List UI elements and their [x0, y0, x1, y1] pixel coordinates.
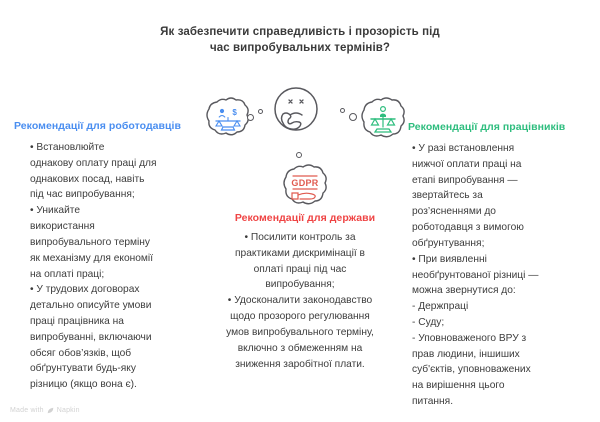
state-recommendations-text: • Посилити контроль за практиками дискри… — [226, 232, 374, 370]
thinking-face-glyph — [274, 87, 318, 131]
state-heading: Рекомендації для держави — [234, 212, 376, 224]
leaf-icon — [47, 407, 54, 414]
employers-icon-bubble: $ — [205, 96, 251, 140]
thought-dot-small-left — [247, 114, 254, 121]
svg-text:$: $ — [232, 108, 237, 117]
employees-icon-bubble — [359, 96, 407, 142]
balance-scale-icon: $ — [206, 97, 249, 136]
thinking-face-icon — [267, 84, 325, 138]
watermark-brand: Napkin — [56, 407, 80, 414]
napkin-watermark: Made with Napkin — [10, 407, 80, 414]
thought-dot-bottom — [296, 152, 302, 158]
svg-text:GDPR: GDPR — [291, 178, 318, 188]
justice-scale-person-icon — [361, 97, 405, 138]
employers-recommendations-text: • Встановлюйте однакову оплату праці для… — [30, 142, 157, 391]
gdpr-document-icon: GDPR — [283, 164, 327, 205]
watermark-prefix: Made with — [10, 407, 44, 414]
page-title: Як забезпечити справедливість і прозоріс… — [160, 26, 440, 55]
employees-recommendations-text: • У разі встановлення нижчої оплати прац… — [412, 143, 539, 407]
thought-dot-tiny-left — [258, 109, 263, 114]
employers-heading: Рекомендації для роботодавців — [14, 120, 182, 132]
thought-dot-small-right — [349, 113, 357, 121]
employees-heading: Рекомендації для працівників — [408, 121, 566, 133]
icon-cluster: $ — [195, 82, 410, 212]
state-icon-bubble: GDPR — [281, 162, 329, 210]
thought-dot-tiny-right — [340, 108, 345, 113]
